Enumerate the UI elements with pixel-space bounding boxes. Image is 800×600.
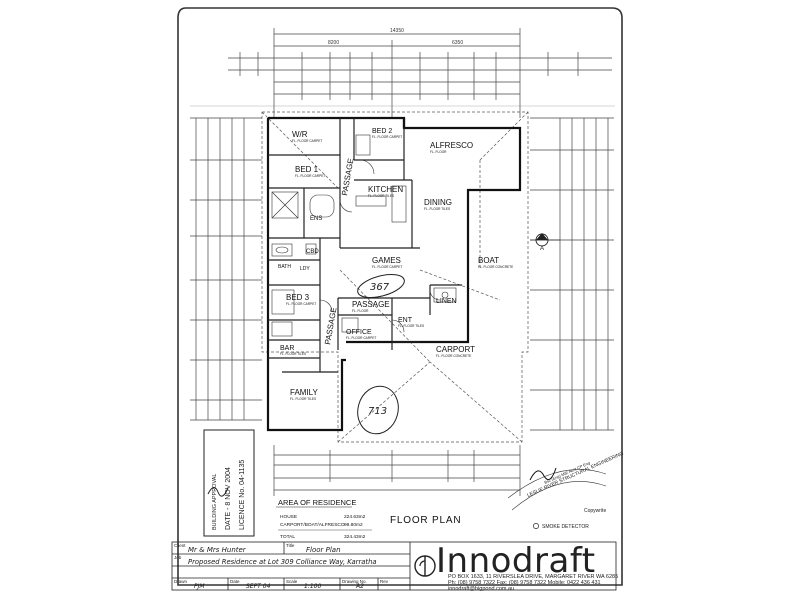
handwritten-marks: 367 713 <box>357 274 405 435</box>
room-label-carport: CARPORT <box>436 345 475 354</box>
drawing-no-label: Drawing No. <box>342 579 367 584</box>
smoke-detector-note: SMOKE DETECTOR <box>542 524 589 530</box>
smoke-detector-legend: SMOKE DETECTOR Copywrite <box>533 508 606 530</box>
room-floor-note-office: FL. FLOOR CARPET <box>346 336 376 340</box>
room-label-wir: W/R <box>292 130 308 139</box>
room-floor-note-alfresco: FL. FLOOR <box>430 150 447 154</box>
room-floor-note-ent: FL. FLOOR TILES <box>398 324 424 328</box>
date-value: SEPT 04 <box>246 583 271 590</box>
room-floor-note-kitchen: FL. FLOOR TILES <box>368 194 394 198</box>
job-label: Job <box>174 555 182 560</box>
dim-overall-width: 14350 <box>390 28 404 34</box>
engineer-stamp: LESLIE RIVER STRUCTURAL ENGINEERING Bsc … <box>507 451 625 511</box>
room-label-boat: BOAT <box>478 256 499 265</box>
area-row-1-value: 99.80m2 <box>344 522 363 528</box>
area-row-1-label: CARPORT/BOAT/ALFRESCO <box>280 522 345 528</box>
handwritten-note-2: 713 <box>368 406 387 417</box>
company-email: innodraft@bigpond.com.au <box>448 586 515 592</box>
room-floor-note-boat: FL. FLOOR CONCRETE <box>478 265 513 269</box>
room-label-ent: ENT <box>398 317 413 324</box>
room-label-ldy: LDY <box>300 266 310 272</box>
room-floor-note-games: FL. FLOOR CARPET <box>372 265 402 269</box>
stamp-line-2: DATE - 8 NOV 2004 <box>225 467 232 530</box>
right-dimensions <box>530 117 614 431</box>
room-label-bed3: BED 3 <box>286 293 310 302</box>
room-label-bed2: BED 2 <box>372 128 392 135</box>
stamp-line-3: LICENCE No. 04-1135 <box>239 460 246 530</box>
exterior-walls <box>266 116 522 432</box>
innodraft-logo <box>414 555 436 577</box>
left-dimensions <box>190 117 262 421</box>
drawn-label: Drawn <box>174 579 188 584</box>
sheet-border <box>177 7 623 586</box>
title-value: Floor Plan <box>306 546 341 554</box>
copyright-label: Copywrite <box>584 508 606 514</box>
drawing-no-value: A2 <box>356 583 364 590</box>
scale-label: Scale <box>286 579 298 584</box>
title-label: Title <box>286 543 295 548</box>
stamp-signature <box>207 487 229 497</box>
section-marker: A <box>530 233 560 252</box>
area-row-0-label: HOUSE <box>280 514 297 520</box>
room-floor-note-family: FL. FLOOR TILES <box>290 397 316 401</box>
room-label-passage_left: PASSAGE <box>323 307 338 346</box>
room-label-cbd: CBD <box>306 249 319 255</box>
rev-label: Rev <box>380 579 389 584</box>
room-label-passage_top: PASSAGE <box>340 158 355 197</box>
room-label-bed1: BED 1 <box>295 165 319 174</box>
room-floor-note-dining: FL. FLOOR TILES <box>424 207 450 211</box>
handwritten-note-1: 367 <box>370 282 390 293</box>
room-label-linen: LINEN <box>436 298 457 305</box>
dim-top-1: 8200 <box>328 40 339 46</box>
roof-outline <box>261 111 529 443</box>
room-floor-note-carport: FL. FLOOR CONCRETE <box>436 354 471 358</box>
room-label-passage_mid: PASSAGE <box>352 300 390 309</box>
room-floor-note-wir: FL. FLOOR CARPET <box>292 139 322 143</box>
job-value: Proposed Residence at Lot 309 Colliance … <box>188 558 377 566</box>
room-label-kitchen: KITCHEN <box>368 185 403 194</box>
company-name: Innodraft <box>436 541 596 581</box>
area-heading: AREA OF RESIDENCE <box>278 498 356 507</box>
room-label-office: OFFICE <box>346 329 372 336</box>
room-label-bath: BATH <box>278 264 291 270</box>
company-address: PO BOX 1633, 11 RIVERSLEA DRIVE, MARGARE… <box>448 574 619 580</box>
room-floor-note-bed1: FL. FLOOR CARPET <box>295 174 325 178</box>
room-floor-note-passage_mid: FL. FLOOR <box>352 309 369 313</box>
room-floor-note-bar: FL. FLOOR TILES <box>280 352 306 356</box>
client-label: Client <box>174 543 186 548</box>
room-floor-note-bed2: FL. FLOOR CARPET <box>372 135 402 139</box>
date-label: Date <box>230 579 240 584</box>
title-block-frame <box>171 541 617 591</box>
room-label-ens: ENS <box>310 216 322 222</box>
drawn-value: PJM <box>194 583 205 590</box>
area-row-0-value: 224.63m2 <box>344 514 366 520</box>
fixtures <box>271 134 457 337</box>
top-dimensions <box>228 28 612 118</box>
approval-stamp: BUILDING APPROVAL DATE - 8 NOV 2004 LICE… <box>203 429 255 537</box>
dim-top-2: 6350 <box>452 40 463 46</box>
room-label-games: GAMES <box>372 256 401 265</box>
area-row-2-value: 324.43m2 <box>344 534 366 540</box>
room-label-family: FAMILY <box>290 388 319 397</box>
client-value: Mr & Mrs Hunter <box>188 546 246 554</box>
room-label-dining: DINING <box>424 198 452 207</box>
engineer-stamp-line-1: LESLIE RIVER STRUCTURAL ENGINEERING <box>526 451 624 499</box>
room-label-alfresco: ALFRESCO <box>430 141 473 150</box>
area-row-2-label: TOTAL <box>280 534 295 540</box>
bottom-dimensions <box>273 445 521 496</box>
drawing-title: FLOOR PLAN <box>390 515 461 526</box>
section-mark-label: A <box>540 246 544 252</box>
stamp-line-1: BUILDING APPROVAL <box>212 474 218 530</box>
company-phone: Ph: (08) 9758 7322 Fax: (08) 9758 7322 M… <box>448 580 601 586</box>
scale-value: 1:100 <box>304 583 322 590</box>
room-label-bar: BAR <box>280 345 294 352</box>
room-floor-note-bed3: FL. FLOOR CARPET <box>286 302 316 306</box>
top-dimension-numbers: 14350 8200 6350 <box>328 28 463 46</box>
area-of-residence: AREA OF RESIDENCE HOUSE 224.63m2 CARPORT… <box>276 498 372 540</box>
